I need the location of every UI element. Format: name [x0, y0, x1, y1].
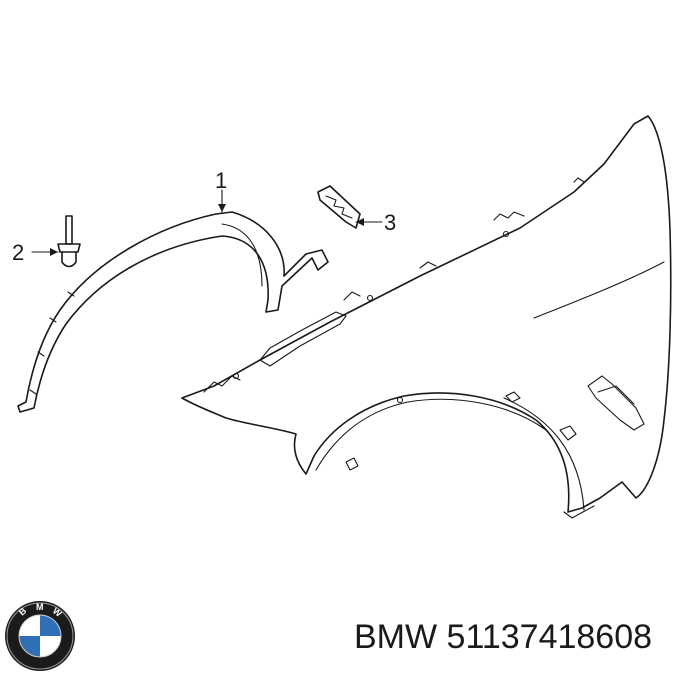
bmw-logo-icon: B M W	[5, 601, 75, 671]
svg-text:B: B	[17, 605, 29, 617]
svg-text:M: M	[36, 602, 44, 612]
front-fender	[181, 115, 672, 519]
callout-leaders	[31, 189, 383, 256]
callout-2-label: 2	[12, 240, 24, 265]
part-caption: BMW 51137418608	[354, 612, 694, 662]
brand-label: BMW	[354, 618, 438, 656]
fender-bracket	[317, 185, 361, 229]
callout-3-label: 3	[384, 210, 396, 235]
wheel-arch-trim	[17, 211, 329, 413]
callout-1-label: 1	[215, 168, 227, 193]
part-number-label: 51137418608	[446, 618, 653, 656]
push-clip	[57, 215, 81, 268]
